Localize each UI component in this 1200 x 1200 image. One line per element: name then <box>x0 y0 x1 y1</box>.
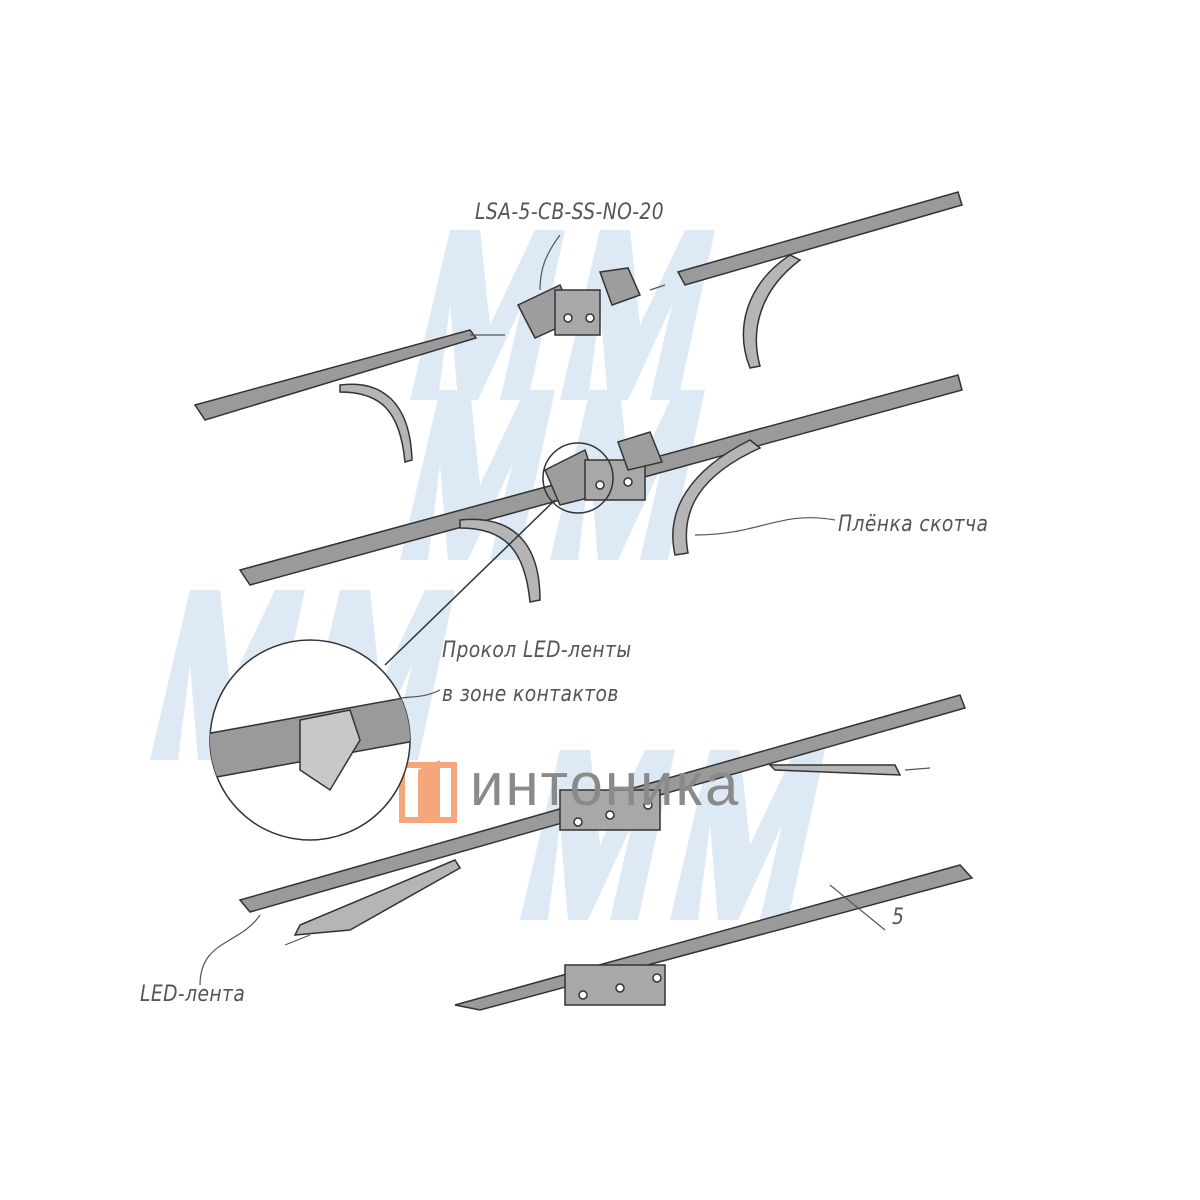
connector-bottom <box>564 964 666 1006</box>
led-strip-left-top <box>193 329 478 463</box>
led-strip-right-top <box>676 191 963 369</box>
detail-callout-circle-small <box>542 442 614 514</box>
detail-view-pierce <box>209 639 411 841</box>
pierce-label-line2: в зоне контактов <box>442 682 619 707</box>
detail-leader-line <box>384 499 556 666</box>
pierce-label-line1: Прокол LED-ленты <box>442 638 632 663</box>
tape-film-label: Плёнка скотча <box>838 512 989 537</box>
connector-open <box>516 267 642 339</box>
annotation-arrows <box>199 234 931 986</box>
connector-middle <box>544 431 664 506</box>
led-strip-label: LED-лента <box>140 982 246 1007</box>
intonika-logo-icon <box>399 760 457 823</box>
connector-lower <box>559 789 661 831</box>
width-dimension-label: 5 <box>892 905 905 930</box>
connector-model-label: LSA-5-CB-SS-NO-20 <box>475 200 665 225</box>
intonika-logo-text: интоника <box>470 751 741 818</box>
